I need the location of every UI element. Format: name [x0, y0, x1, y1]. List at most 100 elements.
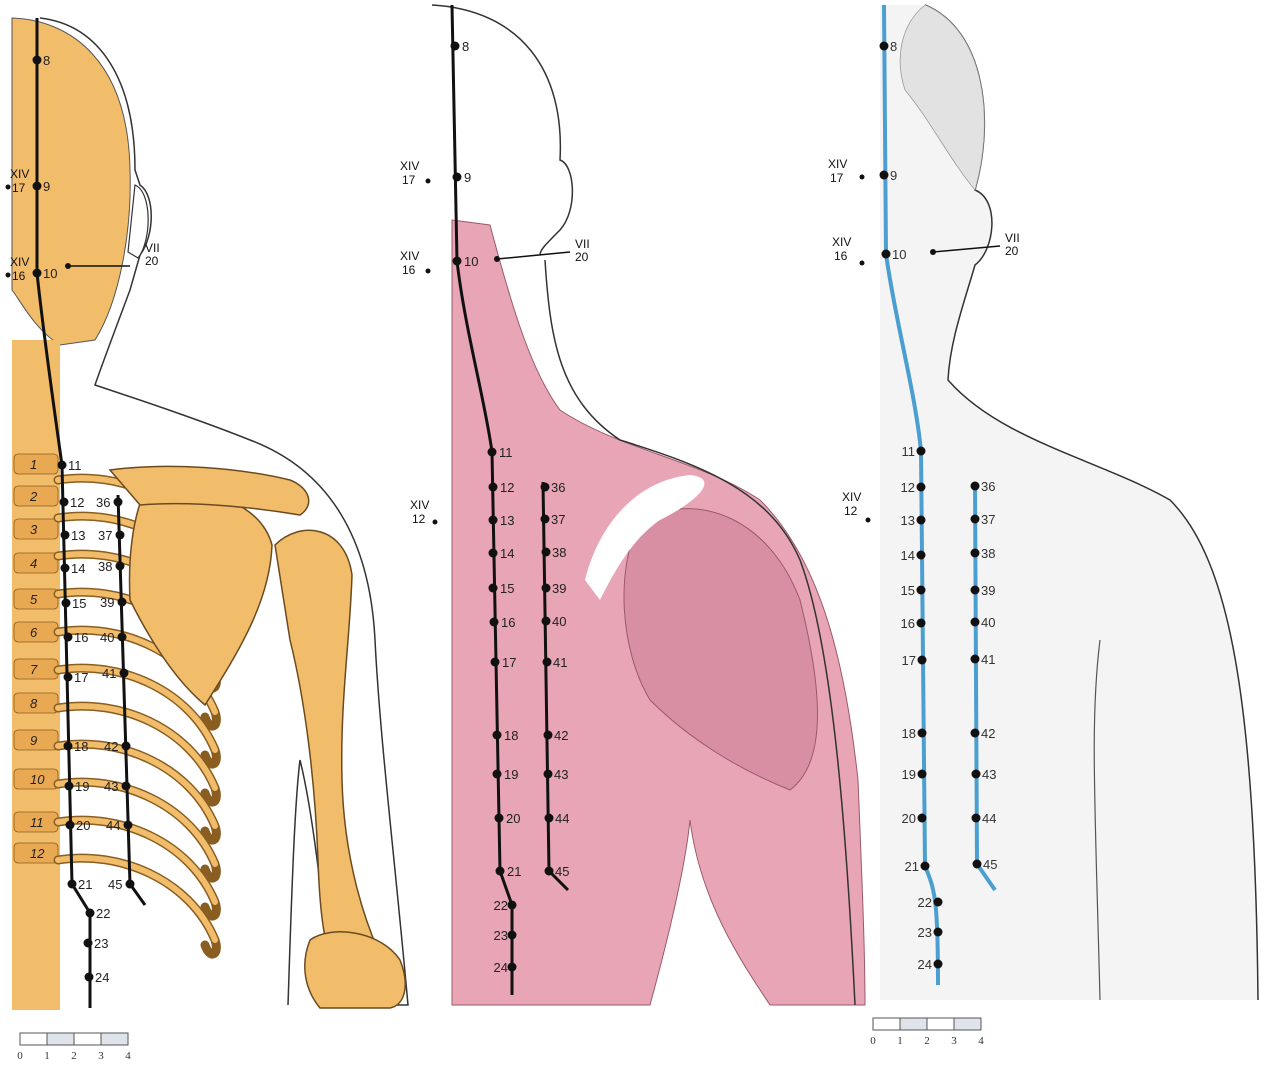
acupoint-label: 40	[100, 630, 114, 645]
meridian-numeral: XIV	[10, 167, 29, 181]
acupoint-dot	[453, 257, 462, 266]
acupoint-label: 8	[43, 53, 50, 68]
acupoint-dot	[33, 269, 42, 278]
scale-tick-label: 4	[125, 1050, 131, 1062]
acupoint-dot	[917, 483, 926, 492]
acupoint-dot	[64, 673, 73, 682]
acupoint-label: 23	[494, 928, 508, 943]
acupoint-label: 17	[902, 653, 916, 668]
acupoint-label: 43	[554, 767, 568, 782]
meridian-point-number: 20	[1005, 244, 1019, 258]
acupoint-dot	[880, 171, 889, 180]
governor-vessel-point-dot	[426, 269, 431, 274]
meridian-point-number: 20	[575, 250, 589, 264]
acupoint-label: 13	[500, 513, 514, 528]
acupoint-label: 10	[892, 247, 906, 262]
acupoint-dot	[882, 250, 891, 259]
acupoint-label: 45	[983, 857, 997, 872]
acupoint-label: 36	[981, 479, 995, 494]
acupoint-label: 22	[918, 895, 932, 910]
governor-vessel-point-dot	[860, 175, 865, 180]
acupoint-dot	[488, 448, 497, 457]
acupoint-dot	[544, 731, 553, 740]
acupoint-dot	[33, 182, 42, 191]
acupoint-dot	[493, 731, 502, 740]
acupoint-dot	[917, 551, 926, 560]
acupoint-label: 20	[506, 811, 520, 826]
acupoint-dot	[490, 618, 499, 627]
acupoint-dot	[934, 960, 943, 969]
acupoint-dot	[64, 742, 73, 751]
acupoint-dot	[972, 770, 981, 779]
scale-tick-label: 1	[897, 1035, 903, 1047]
acupoint-dot	[60, 498, 69, 507]
acupoint-dot	[917, 447, 926, 456]
surface-panel: 8910111213141516171819202122232436373839…	[828, 5, 1258, 1000]
acupoint-label: 24	[918, 957, 932, 972]
acupoint-dot	[545, 814, 554, 823]
acupoint-dot	[508, 901, 517, 910]
acupoint-dot	[508, 963, 517, 972]
acupoint-label: 37	[98, 528, 112, 543]
acupoint-dot	[918, 814, 927, 823]
scale-segment	[74, 1033, 101, 1045]
acupoint-dot	[508, 931, 517, 940]
meridian-numeral: XIV	[828, 157, 847, 171]
meridian-point-number: 16	[402, 263, 416, 277]
meridian-point-number: 12	[412, 512, 426, 526]
acupoint-dot	[880, 42, 889, 51]
acupoint-dot	[934, 898, 943, 907]
acupoint-dot	[66, 821, 75, 830]
acupoint-label: 14	[71, 561, 85, 576]
acupoint-label: 44	[555, 811, 569, 826]
acupoint-label: 15	[500, 581, 514, 596]
acupoint-dot	[118, 633, 127, 642]
acupoint-dot	[543, 658, 552, 667]
acupoint-dot	[971, 618, 980, 627]
acupoint-dot	[971, 586, 980, 595]
vertebra-number: 2	[29, 489, 38, 504]
acupoint-dot	[971, 729, 980, 738]
acupoint-dot	[114, 498, 123, 507]
acupoint-label: 15	[72, 596, 86, 611]
acupoint-label: 23	[94, 936, 108, 951]
acupoint-label: 37	[981, 512, 995, 527]
vertebra-number: 4	[30, 556, 37, 571]
scale-segment	[954, 1018, 981, 1030]
acupoint-label: 9	[890, 168, 897, 183]
governor-vessel-point-dot	[6, 273, 11, 278]
acupoint-label: 24	[494, 960, 508, 975]
acupoint-dot	[934, 928, 943, 937]
acupoint-dot	[64, 633, 73, 642]
acupoint-dot	[971, 549, 980, 558]
scale-tick-label: 3	[98, 1050, 104, 1062]
meridian-point-number: 12	[844, 504, 858, 518]
meridian-numeral: XIV	[400, 249, 419, 263]
acupoint-dot	[122, 782, 131, 791]
acupoint-label: 22	[96, 906, 110, 921]
acupoint-label: 42	[981, 726, 995, 741]
acupoint-dot	[972, 814, 981, 823]
surface-body	[880, 5, 1258, 1000]
meridian-point-number: 16	[834, 249, 848, 263]
vertebra-number: 3	[30, 522, 38, 537]
acupoint-dot	[85, 973, 94, 982]
acupoint-dot	[489, 483, 498, 492]
vertebra-number: 10	[30, 772, 45, 787]
acupoint-dot	[541, 483, 550, 492]
acupoint-label: 20	[76, 818, 90, 833]
acupoint-label: 21	[507, 864, 521, 879]
acupoint-dot	[917, 619, 926, 628]
governor-vessel-point-dot	[866, 518, 871, 523]
meridian-numeral: XIV	[832, 235, 851, 249]
acupoint-label: 42	[554, 728, 568, 743]
acupoint-dot	[489, 584, 498, 593]
acupoint-label: 19	[504, 767, 518, 782]
acupoint-dot	[116, 531, 125, 540]
scale-tick-label: 3	[951, 1035, 957, 1047]
acupoint-dot	[124, 821, 133, 830]
acupoint-label: 43	[104, 779, 118, 794]
governor-vessel-point-dot	[433, 520, 438, 525]
acupoint-dot	[451, 42, 460, 51]
